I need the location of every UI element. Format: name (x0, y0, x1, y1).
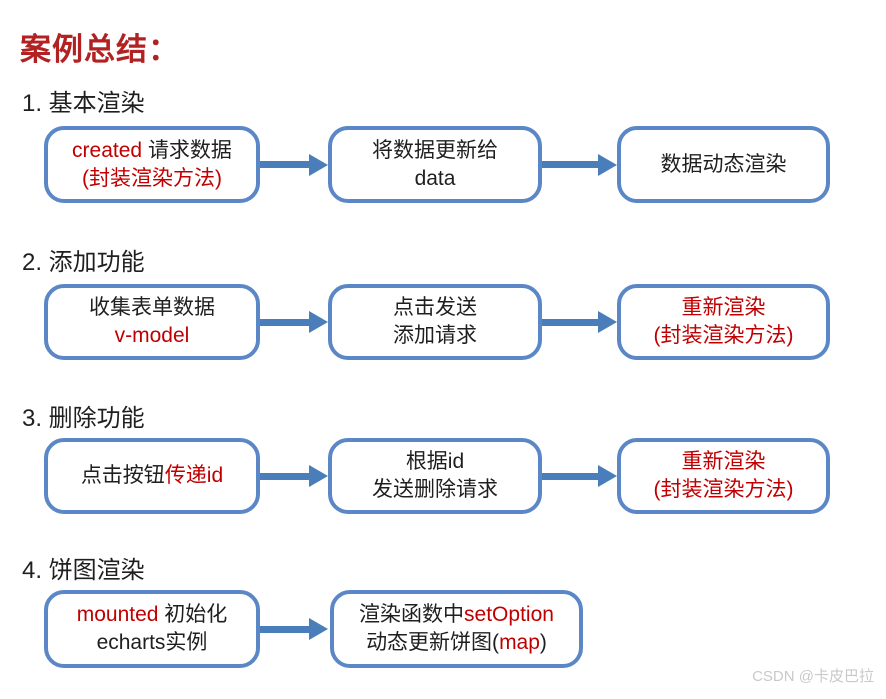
watermark: CSDN @卡皮巴拉 (752, 668, 874, 685)
flow-box-click-send: 点击发送 添加请求 (328, 284, 542, 360)
flow-box-delete-request: 根据id 发送删除请求 (328, 438, 542, 514)
arrow-right-icon (542, 284, 617, 360)
box-line: 重新渲染 (682, 448, 766, 476)
arrow-right-icon (260, 438, 328, 514)
box-text: 渲染函数中 (359, 603, 465, 626)
box-line: mounted 初始化 (77, 601, 228, 629)
box-text: 收集表单数据 (89, 296, 215, 319)
arrow-shaft (260, 318, 311, 326)
box-text: 数据动态渲染 (660, 152, 787, 176)
arrow-right-icon (542, 438, 617, 514)
flow-box-rerender-add: 重新渲染 (封装渲染方法) (617, 284, 830, 360)
arrow-shaft (542, 318, 600, 326)
box-text: 添加请求 (393, 324, 477, 347)
box-line: (封装渲染方法) (654, 476, 794, 504)
box-text: 点击发送 (393, 296, 477, 319)
box-line: (封装渲染方法) (654, 322, 794, 350)
arrow-head (309, 311, 328, 333)
box-text: (封装渲染方法) (653, 324, 794, 347)
box-text: (封装渲染方法) (653, 478, 794, 501)
box-line: echarts实例 (97, 629, 208, 657)
arrow-head (598, 465, 617, 487)
arrow-head (309, 618, 328, 640)
box-line: 将数据更新给 (372, 137, 498, 165)
box-line: 动态更新饼图(map) (366, 629, 547, 657)
flow-box-update-data: 将数据更新给 data (328, 126, 542, 203)
box-line: 添加请求 (393, 322, 477, 350)
box-line: 重新渲染 (682, 294, 766, 322)
box-text: 传递id (164, 464, 224, 487)
box-text: 点击按钮 (80, 464, 165, 487)
box-text: (封装渲染方法) (82, 166, 222, 190)
box-text: 重新渲染 (681, 450, 766, 473)
arrow-shaft (542, 161, 600, 168)
arrow-head (598, 311, 617, 333)
arrow-head (309, 465, 328, 487)
box-text: 发送删除请求 (372, 478, 498, 501)
box-line: data (415, 165, 456, 193)
box-text: map (499, 631, 540, 654)
flow-box-rerender-delete: 重新渲染 (封装渲染方法) (617, 438, 830, 514)
box-line: 数据动态渲染 (661, 151, 787, 179)
box-line: created 请求数据 (72, 137, 232, 165)
arrow-shaft (542, 472, 600, 480)
flow-box-collect-form: 收集表单数据 v-model (44, 284, 260, 360)
box-text: 重新渲染 (681, 296, 766, 319)
box-text: created (72, 138, 148, 162)
flow-box-dynamic-render: 数据动态渲染 (617, 126, 830, 203)
box-text: setOption (464, 603, 554, 626)
box-line: 点击按钮传递id (81, 462, 223, 490)
box-text: data (414, 166, 456, 190)
box-text: 将数据更新给 (372, 138, 498, 162)
box-text: 动态更新饼图( (366, 631, 500, 654)
flow-box-setoption-update: 渲染函数中setOption 动态更新饼图(map) (330, 590, 583, 668)
arrow-right-icon (260, 590, 328, 668)
box-text: v-model (114, 324, 190, 347)
box-line: v-model (115, 322, 190, 350)
section-label-3: 3. 删除功能 (22, 405, 145, 432)
box-line: 收集表单数据 (89, 294, 215, 322)
box-line: 渲染函数中setOption (359, 601, 554, 629)
page-title: 案例总结： (20, 32, 180, 67)
box-text: mounted (76, 603, 165, 626)
box-text: 请求数据 (147, 138, 232, 162)
section-label-4: 4. 饼图渲染 (22, 557, 145, 584)
box-line: 点击发送 (393, 294, 477, 322)
arrow-shaft (260, 161, 311, 168)
arrow-head (309, 153, 328, 176)
arrow-right-icon (260, 126, 328, 203)
arrow-shaft (260, 625, 311, 633)
box-line: (封装渲染方法) (82, 165, 222, 193)
arrow-right-icon (260, 284, 328, 360)
box-text: 根据id (405, 450, 465, 473)
section-label-1: 1. 基本渲染 (22, 90, 145, 117)
flow-box-click-button: 点击按钮传递id (44, 438, 260, 514)
arrow-head (598, 153, 617, 176)
section-label-2: 2. 添加功能 (22, 249, 145, 276)
box-text: echarts实例 (96, 631, 208, 654)
flow-box-mounted-init: mounted 初始化 echarts实例 (44, 590, 260, 668)
box-text: ) (539, 631, 547, 654)
arrow-right-icon (542, 126, 617, 203)
flow-box-created-request: created 请求数据 (封装渲染方法) (44, 126, 260, 203)
arrow-shaft (260, 472, 311, 480)
box-text: 初始化 (164, 603, 228, 626)
box-line: 发送删除请求 (372, 476, 498, 504)
box-line: 根据id (406, 448, 464, 476)
